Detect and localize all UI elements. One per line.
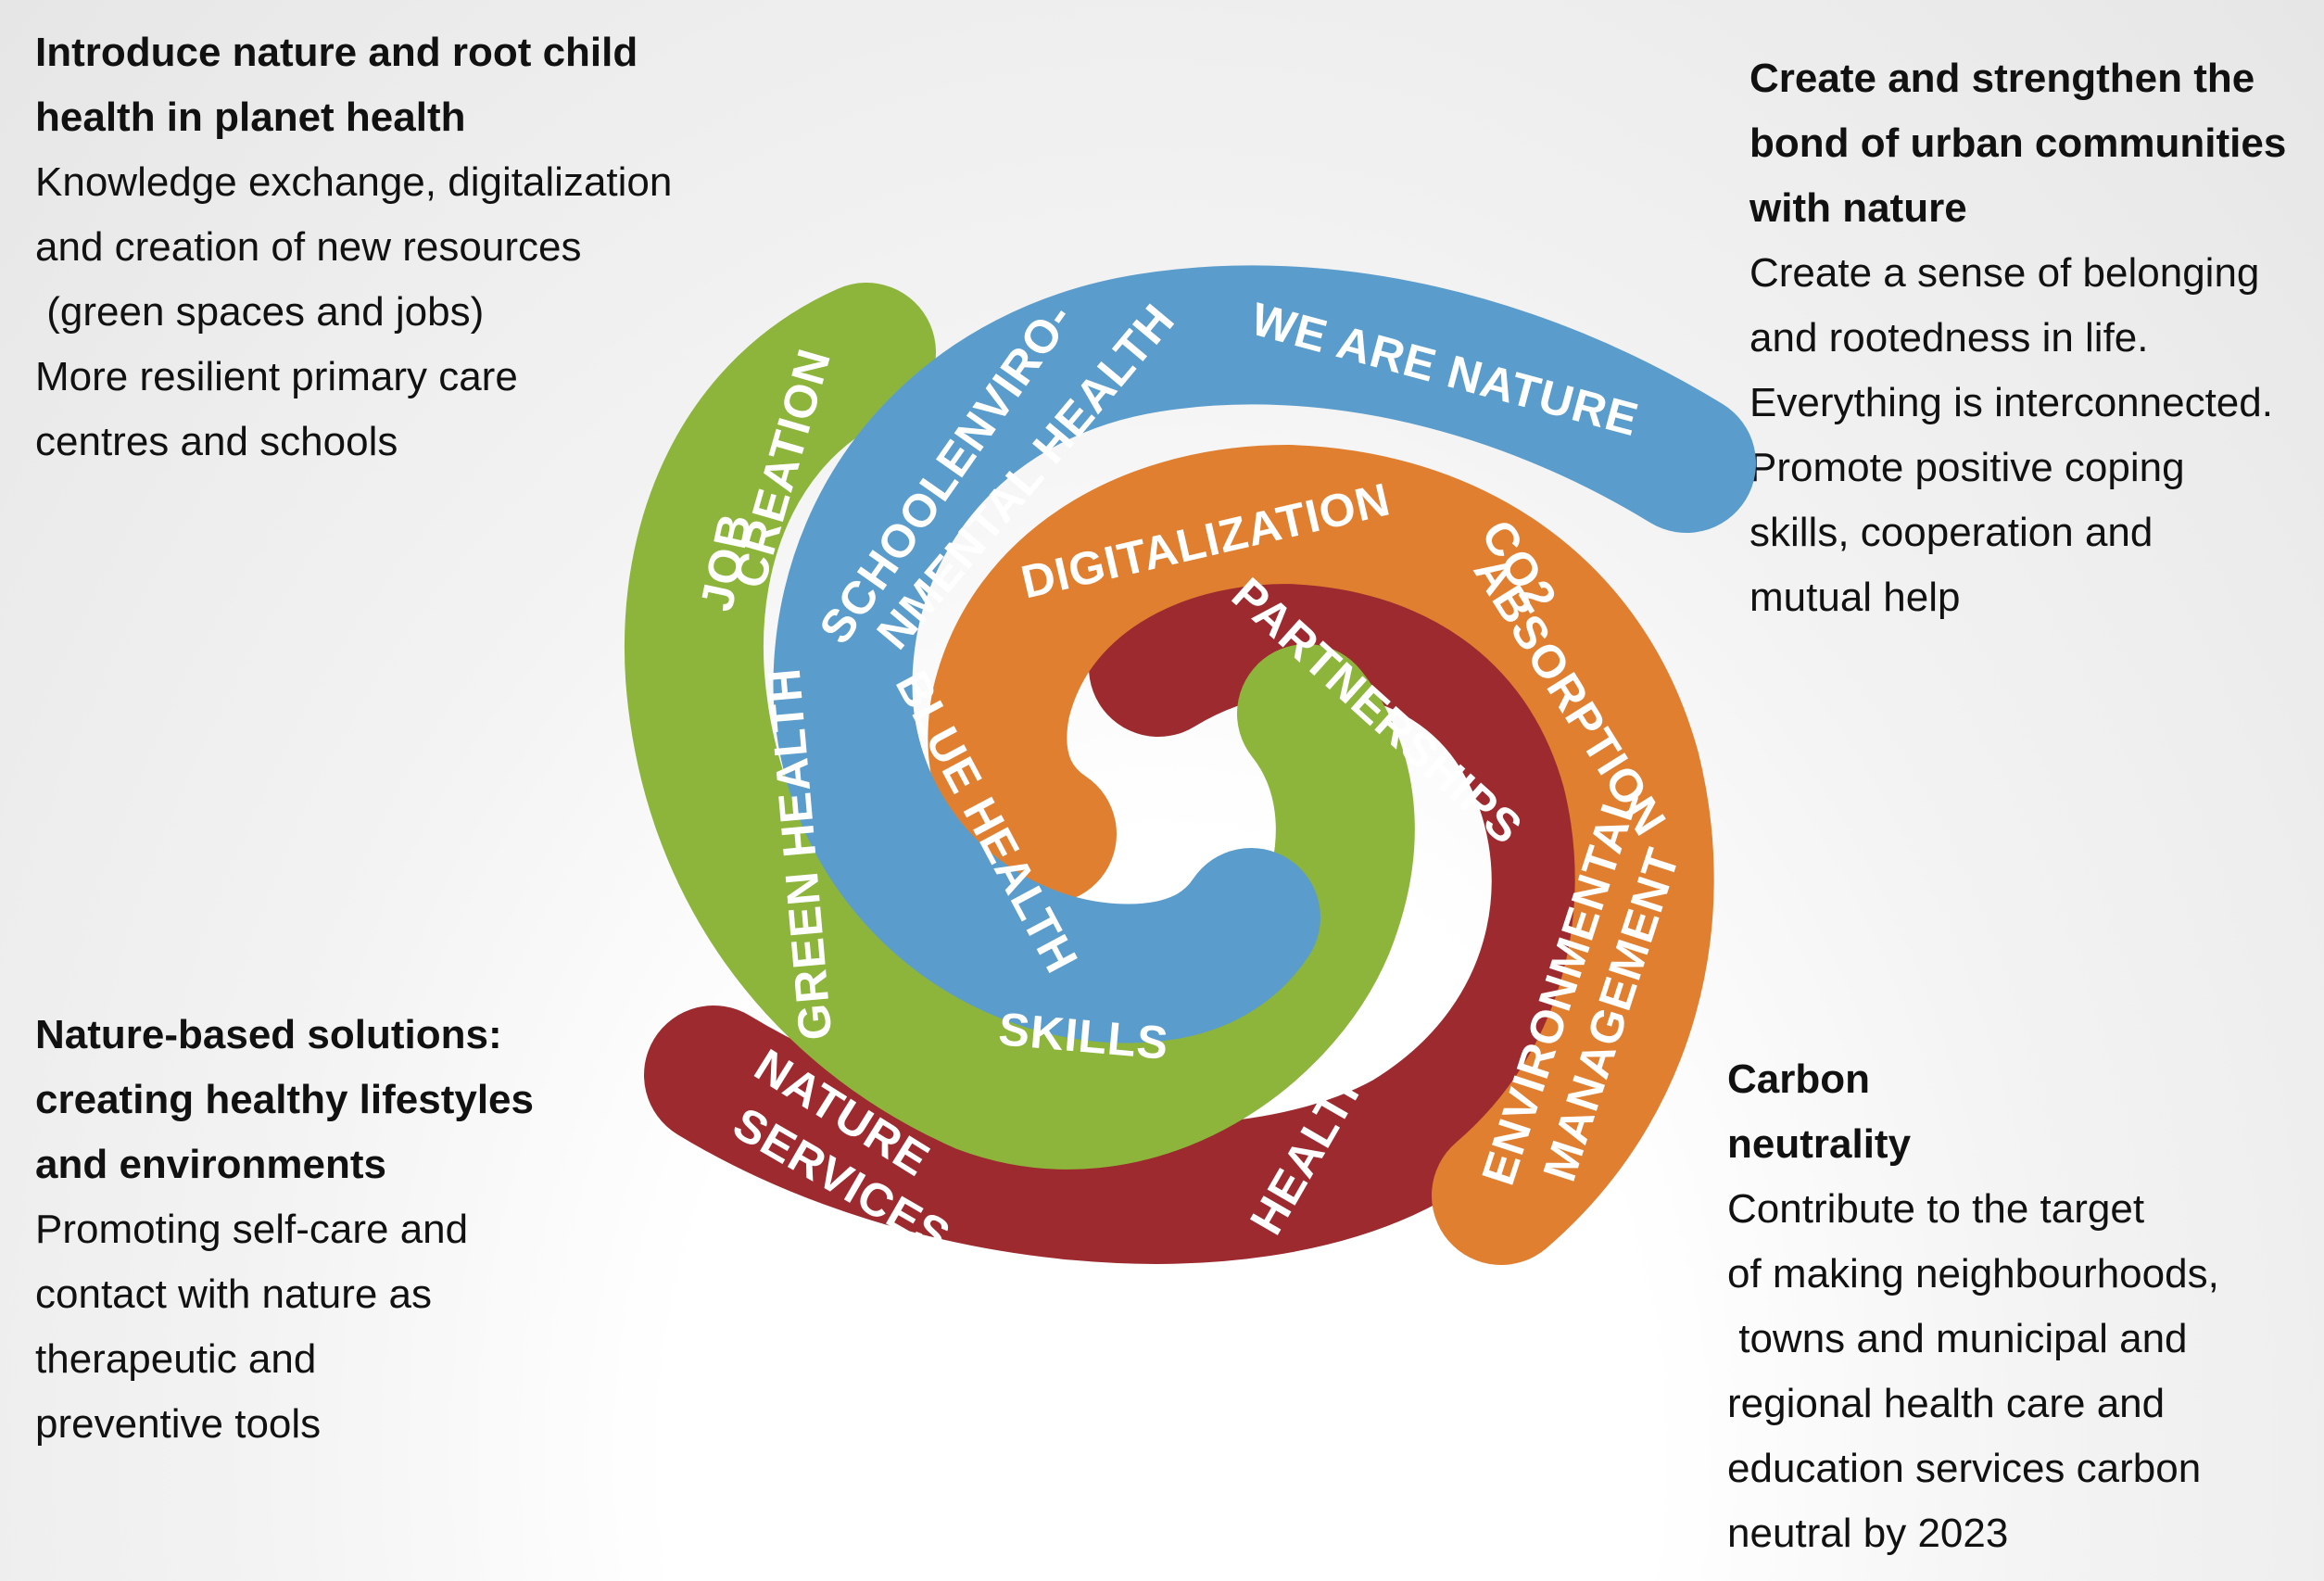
block-body-line: and rootedness in life. [1749,315,2149,360]
block-body-line: towns and municipal and [1727,1316,2188,1361]
text-block-top-left: Introduce nature and root child health i… [35,20,758,474]
spiral-arm-orange [928,444,1714,1265]
block-body-line: (green spaces and jobs) [35,289,485,335]
block-title-line: creating healthy lifestyles [35,1077,534,1122]
block-title-line: Introduce nature and root child [35,30,638,75]
block-title-line: Carbon [1727,1056,1870,1102]
block-body-line: More resilient primary care [35,354,518,399]
block-body-line: preventive tools [35,1401,322,1447]
text-block-top-right: Create and strengthen the bond of urban … [1749,46,2315,630]
block-body-line: Knowledge exchange, digitalization [35,159,673,205]
block-body-line: Everything is interconnected. [1749,380,2273,425]
text-block-bottom-right: Carbon neutrality Contribute to the targ… [1727,1047,2283,1566]
block-title-line: and environments [35,1142,386,1187]
text-block-bottom-left: Nature-based solutions: creating healthy… [35,1003,628,1457]
block-title-line: with nature [1749,185,1967,231]
block-body-line: contact with nature as [35,1271,433,1317]
block-body-line: regional health care and [1727,1381,2166,1426]
block-title-line: Nature-based solutions: [35,1012,502,1057]
block-body-line: mutual help [1749,575,1961,620]
block-body-line: neutral by 2023 [1727,1511,2009,1556]
block-body-line: Create a sense of belonging [1749,250,2260,296]
block-body-line: Promoting self-care and [35,1207,469,1252]
block-body-line: skills, cooperation and [1749,510,2153,555]
block-body-line: education services carbon [1727,1446,2202,1491]
block-body-line: Contribute to the target [1727,1186,2145,1232]
block-body-line: centres and schools [35,419,398,464]
block-title-line: Create and strengthen the [1749,56,2255,101]
spiral-arm-blue [773,265,1756,1043]
block-body-line: of making neighbourhoods, [1727,1251,2219,1296]
spiral-arm-green [625,283,1415,1170]
block-body-line: therapeutic and [35,1336,317,1382]
block-body-line: and creation of new resources [35,224,582,270]
block-title-line: neutrality [1727,1121,1912,1167]
block-body-line: Promote positive coping [1749,445,2185,490]
spiral-arm-red [644,553,1631,1264]
block-title-line: bond of urban communities [1749,120,2287,166]
block-title-line: health in planet health [35,95,466,140]
